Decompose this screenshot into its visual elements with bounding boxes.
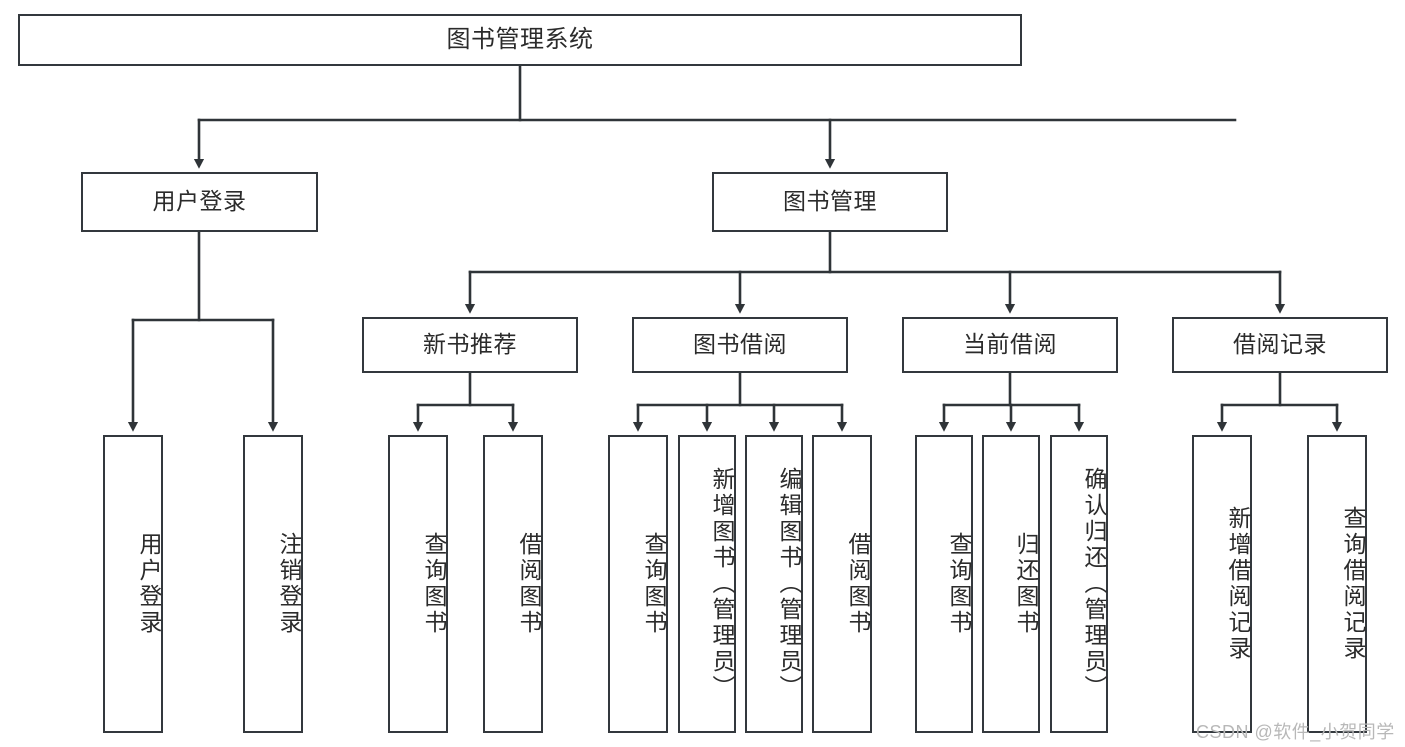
node-label: 图书借阅 xyxy=(693,331,787,358)
leaf-current-return-book[interactable]: 归还图书 xyxy=(982,435,1040,733)
leaf-newrec-query-book[interactable]: 查询图书 xyxy=(388,435,448,733)
node-label: 新书推荐 xyxy=(423,331,517,358)
node-label: 借阅图书 xyxy=(516,532,542,636)
node-label: 新增借阅记录 xyxy=(1225,506,1251,662)
leaf-borrow-edit-book-admin[interactable]: 编辑图书（管理员） xyxy=(745,435,803,733)
node-label: 图书管理系统 xyxy=(446,25,594,53)
node-new-book-recommendation[interactable]: 新书推荐 xyxy=(362,317,578,373)
node-borrow-records[interactable]: 借阅记录 xyxy=(1172,317,1388,373)
node-label: 注销登录 xyxy=(276,532,302,636)
node-label: 图书管理 xyxy=(783,188,877,215)
leaf-borrow-borrow-book[interactable]: 借阅图书 xyxy=(812,435,872,733)
leaf-user-login[interactable]: 用户登录 xyxy=(103,435,163,733)
node-label: 借阅图书 xyxy=(845,532,871,636)
leaf-records-query-record[interactable]: 查询借阅记录 xyxy=(1307,435,1367,733)
node-label: 用户登录 xyxy=(136,532,162,636)
node-label: 新增图书（管理员） xyxy=(709,467,735,701)
node-label: 借阅记录 xyxy=(1233,331,1327,358)
leaf-records-add-record[interactable]: 新增借阅记录 xyxy=(1192,435,1252,733)
node-label: 当前借阅 xyxy=(963,331,1057,358)
leaf-current-query-book[interactable]: 查询图书 xyxy=(915,435,973,733)
leaf-current-confirm-return-admin[interactable]: 确认归还（管理员） xyxy=(1050,435,1108,733)
node-label: 查询借阅记录 xyxy=(1340,506,1366,662)
node-current-borrowing[interactable]: 当前借阅 xyxy=(902,317,1118,373)
leaf-borrow-add-book-admin[interactable]: 新增图书（管理员） xyxy=(678,435,736,733)
node-label: 用户登录 xyxy=(152,188,247,215)
node-label: 确认归还（管理员） xyxy=(1081,467,1107,701)
leaf-user-logout[interactable]: 注销登录 xyxy=(243,435,303,733)
node-label: 查询图书 xyxy=(641,532,667,636)
node-label: 归还图书 xyxy=(1013,532,1039,636)
csdn-watermark: CSDN @软件_小贺同学 xyxy=(1196,722,1395,742)
node-root-book-management-system[interactable]: 图书管理系统 xyxy=(18,14,1022,66)
node-user-login[interactable]: 用户登录 xyxy=(81,172,318,232)
node-label: 查询图书 xyxy=(946,532,972,636)
leaf-newrec-borrow-book[interactable]: 借阅图书 xyxy=(483,435,543,733)
leaf-borrow-query-book[interactable]: 查询图书 xyxy=(608,435,668,733)
node-label: 编辑图书（管理员） xyxy=(776,467,802,701)
node-label: 查询图书 xyxy=(421,532,447,636)
node-book-management[interactable]: 图书管理 xyxy=(712,172,948,232)
node-book-borrowing[interactable]: 图书借阅 xyxy=(632,317,848,373)
